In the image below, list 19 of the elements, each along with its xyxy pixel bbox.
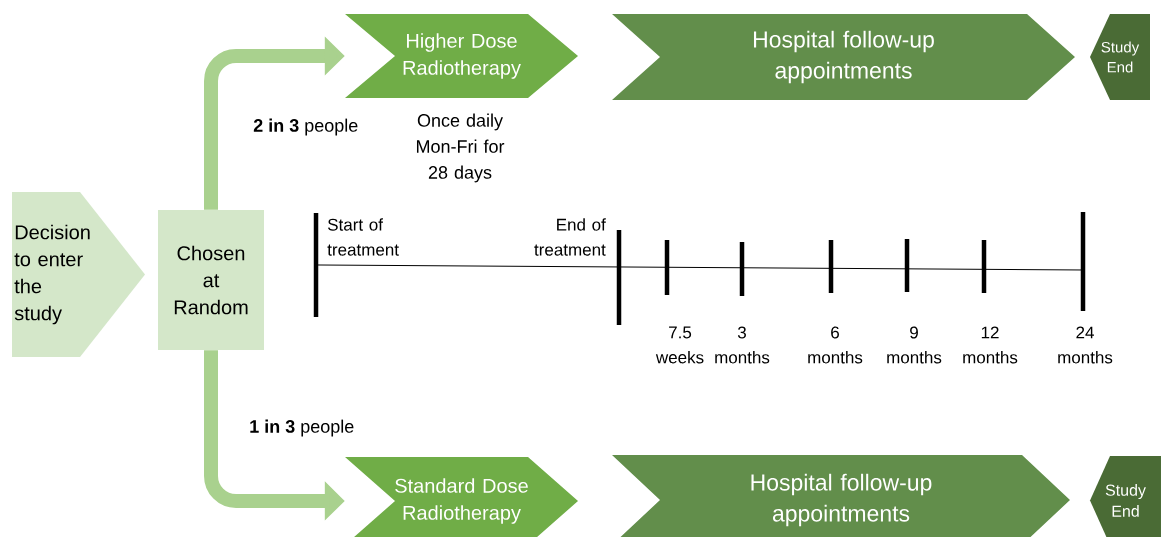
- chevron-banner: Hospital follow-up appointments: [612, 14, 1075, 100]
- timeline-label: End of treatment: [534, 218, 606, 256]
- timeline-label: 7.5 weeks: [655, 326, 704, 364]
- edge-label: 2 in 3 people: [253, 118, 358, 136]
- timeline-label: 12 months: [963, 326, 1018, 364]
- edge-label: 1 in 3 people: [250, 419, 354, 437]
- note-text: Once daily Mon-Fri for 28 days: [417, 113, 505, 183]
- timeline-label: 24 months: [1058, 326, 1113, 364]
- pentagon-banner: Study End: [1090, 14, 1150, 100]
- chevron-banner: Standard Dose Radiotherapy: [345, 457, 578, 537]
- pentagon-banner: Study End: [1090, 456, 1161, 537]
- timeline-label: 9 months: [887, 326, 942, 364]
- pentagon-banner: Decision to enter the study: [12, 192, 145, 357]
- timeline-label: 6 months: [808, 326, 863, 364]
- timeline-label: Start of treatment: [327, 218, 399, 256]
- process-box: Chosen at Random: [158, 210, 264, 350]
- chevron-banner: Higher Dose Radiotherapy: [345, 14, 578, 98]
- chevron-banner: Hospital follow-up appointments: [612, 455, 1070, 537]
- timeline-label: 3 months: [715, 326, 770, 364]
